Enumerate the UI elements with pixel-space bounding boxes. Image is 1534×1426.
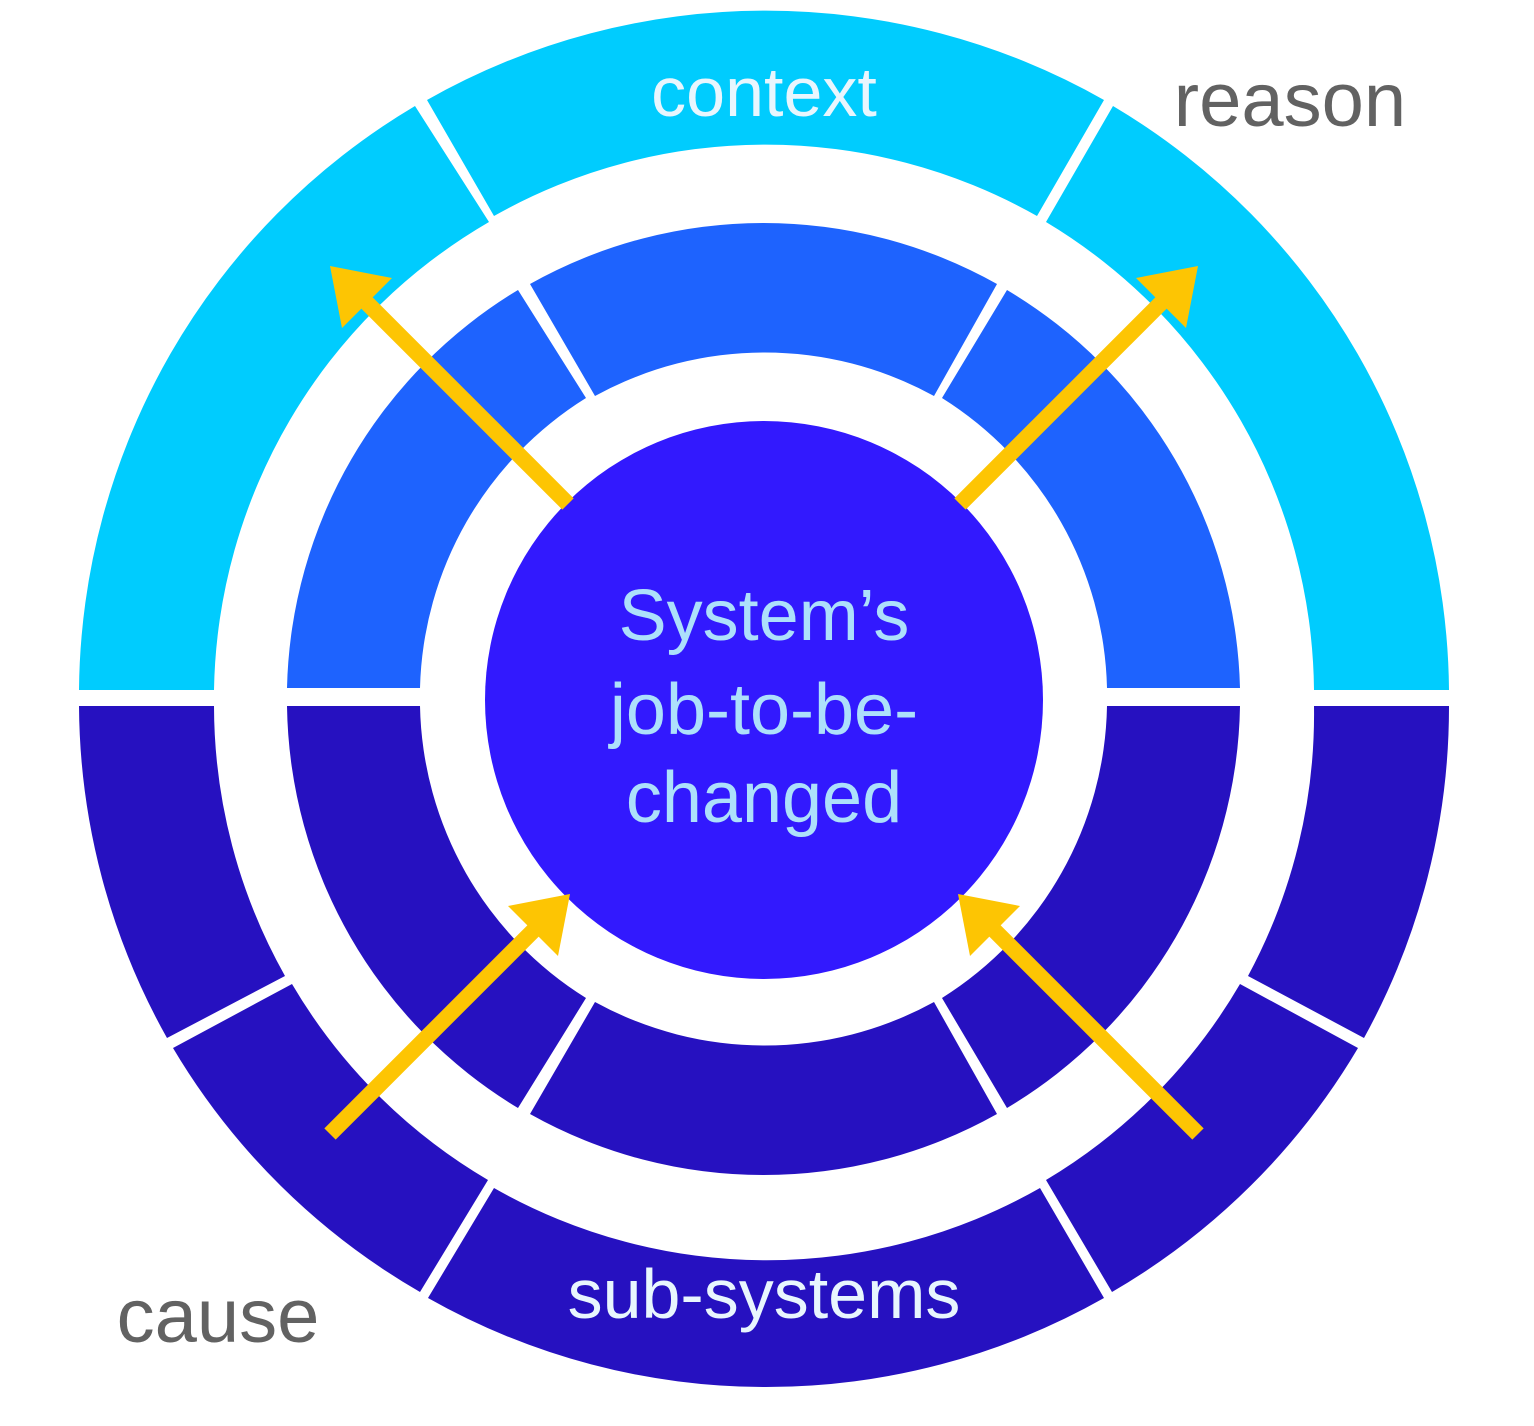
outer-ring-bottom-right-lower-segment [1046, 984, 1358, 1292]
center-label-line-3: changed [626, 758, 902, 838]
outer-ring-bottom-right-segment [1248, 706, 1450, 1038]
middle-ring-bottom-left-segment [287, 706, 586, 1108]
middle-ring-top-left-segment [287, 290, 586, 688]
arrow-from-sub-systems-head [958, 894, 1020, 956]
middle-ring-bottom [287, 706, 1240, 1176]
outer-ring-top-left-segment [79, 106, 489, 690]
arrow-to-reason [954, 288, 1176, 510]
context-label: context [651, 53, 877, 131]
arrows [324, 266, 1204, 1140]
center-label-line-2: job-to-be- [608, 670, 918, 750]
outer-ring-bottom [79, 706, 1450, 1388]
sub-systems-label: sub-systems [568, 1255, 961, 1333]
outer-ring-bottom-left-segment [79, 706, 285, 1038]
arrow-from-sub-systems [982, 918, 1204, 1140]
middle-ring-top-right-segment [942, 290, 1240, 688]
arrow-from-cause [324, 918, 546, 1140]
center-label-line-1: System’s [619, 576, 910, 656]
outer-ring-top-center-segment [427, 10, 1104, 216]
cause-label: cause [117, 1274, 320, 1359]
arrow-to-reason-head [1136, 266, 1198, 328]
center-circle [485, 421, 1043, 979]
outer-ring-top-right-segment [1046, 106, 1449, 690]
middle-ring-top [287, 222, 1240, 688]
arrow-to-context [352, 288, 574, 510]
outer-ring-bottom-center-segment [428, 1188, 1104, 1388]
middle-ring-top-center-segment [530, 222, 997, 396]
outer-ring-top [79, 10, 1449, 690]
middle-ring-bottom-right-segment [942, 706, 1240, 1108]
arrow-from-cause-head [508, 894, 570, 956]
outer-ring-bottom-left-lower-segment [173, 984, 488, 1292]
arrow-to-context-head [330, 266, 392, 328]
reason-label: reason [1174, 58, 1406, 143]
middle-ring-bottom-center-segment [530, 1002, 997, 1176]
